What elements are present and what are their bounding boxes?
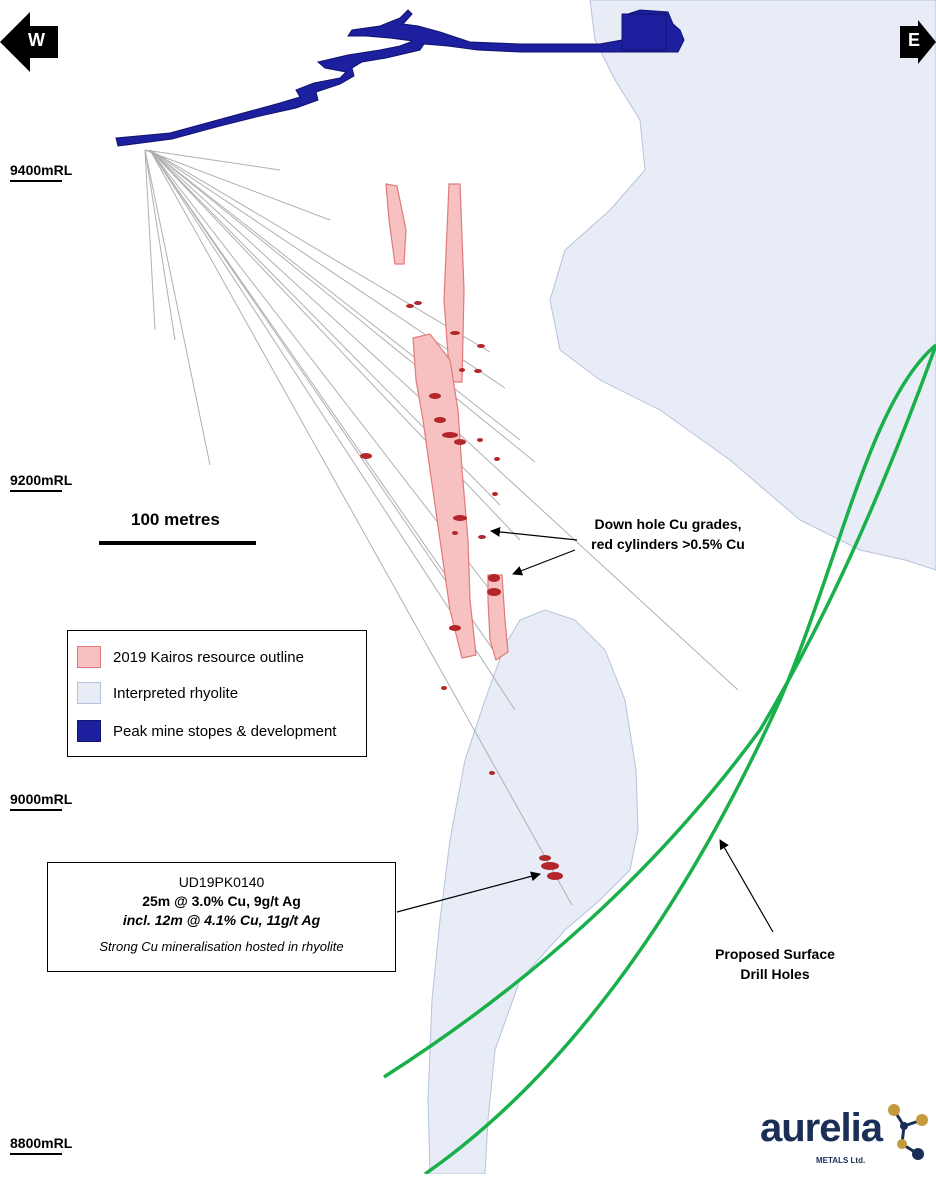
callout-intercept: 25m @ 3.0% Cu, 9g/t Ag (142, 893, 301, 909)
arrow-to-grades-1 (490, 526, 578, 541)
arrow-to-intercept (396, 871, 541, 913)
legend-label-stopes: Peak mine stopes & development (113, 722, 337, 740)
kairos-resource-outlines (385, 183, 509, 661)
arrow-to-proposed (719, 839, 774, 933)
mine-stope-block (621, 13, 667, 51)
logo-molecule-icon (888, 1104, 928, 1160)
aurelia-logo: aurelia METALS Ltd. (760, 1104, 932, 1170)
east-arrow (900, 20, 936, 64)
east-label: E (908, 30, 921, 50)
proposed-hole-1 (383, 344, 936, 1079)
cu-grades-line-2: red cylinders >0.5% Cu (591, 536, 745, 552)
resource-lens-3 (412, 333, 477, 659)
elevation-line-9200 (10, 490, 62, 492)
scale-bar (99, 541, 256, 545)
rhyolite-lower-body (427, 609, 639, 1175)
intercept-callout: UD19PK0140 25m @ 3.0% Cu, 9g/t Ag incl. … (47, 862, 396, 972)
callout-hole-id: UD19PK0140 (178, 874, 265, 890)
logo-wordmark: aurelia (760, 1106, 883, 1150)
elevation-label-9400: 9400mRL (10, 162, 73, 178)
mine-development (115, 9, 685, 147)
cu-grades-annotation: Down hole Cu grades, red cylinders >0.5%… (578, 514, 758, 554)
legend: 2019 Kairos resource outline Interpreted… (67, 630, 367, 757)
west-arrow (0, 12, 58, 72)
elevation-label-9000: 9000mRL (10, 791, 73, 807)
proposed-line-1: Proposed Surface (715, 946, 835, 962)
legend-item-stopes: Peak mine stopes & development (77, 719, 336, 743)
scale-bar-label: 100 metres (131, 510, 220, 529)
elevation-line-9400 (10, 180, 62, 182)
legend-item-resource: 2019 Kairos resource outline (77, 645, 304, 669)
legend-swatch-resource (77, 646, 101, 668)
elevation-label-9200: 9200mRL (10, 472, 73, 488)
elevation-line-9000 (10, 809, 62, 811)
logo-subtitle: METALS Ltd. (816, 1156, 866, 1165)
proposed-hole-2 (423, 343, 936, 1176)
arrow-to-grades-2 (512, 549, 576, 576)
cu-intercepts (360, 301, 563, 880)
callout-note: Strong Cu mineralisation hosted in rhyol… (99, 939, 344, 954)
resource-lens-4 (487, 574, 509, 661)
elevation-line-8800 (10, 1153, 62, 1155)
west-label: W (28, 30, 45, 50)
rhyolite-upper-body (549, 0, 936, 571)
legend-item-rhyolite: Interpreted rhyolite (77, 681, 238, 705)
peak-mine-stopes (115, 9, 685, 147)
proposed-line-2: Drill Holes (740, 966, 810, 982)
proposed-drill-holes (383, 343, 936, 1176)
legend-swatch-stopes (77, 720, 101, 742)
pointer-arrows (396, 526, 774, 933)
cu-grades-line-1: Down hole Cu grades, (594, 516, 742, 532)
legend-label-resource: 2019 Kairos resource outline (113, 648, 304, 666)
resource-lens-2 (443, 183, 465, 383)
elevation-label-8800: 8800mRL (10, 1135, 73, 1151)
legend-label-rhyolite: Interpreted rhyolite (113, 684, 239, 702)
proposed-holes-annotation: Proposed Surface Drill Holes (690, 944, 860, 984)
legend-swatch-rhyolite (77, 682, 101, 704)
resource-lens-1 (385, 183, 407, 265)
callout-including: incl. 12m @ 4.1% Cu, 11g/t Ag (122, 912, 321, 928)
